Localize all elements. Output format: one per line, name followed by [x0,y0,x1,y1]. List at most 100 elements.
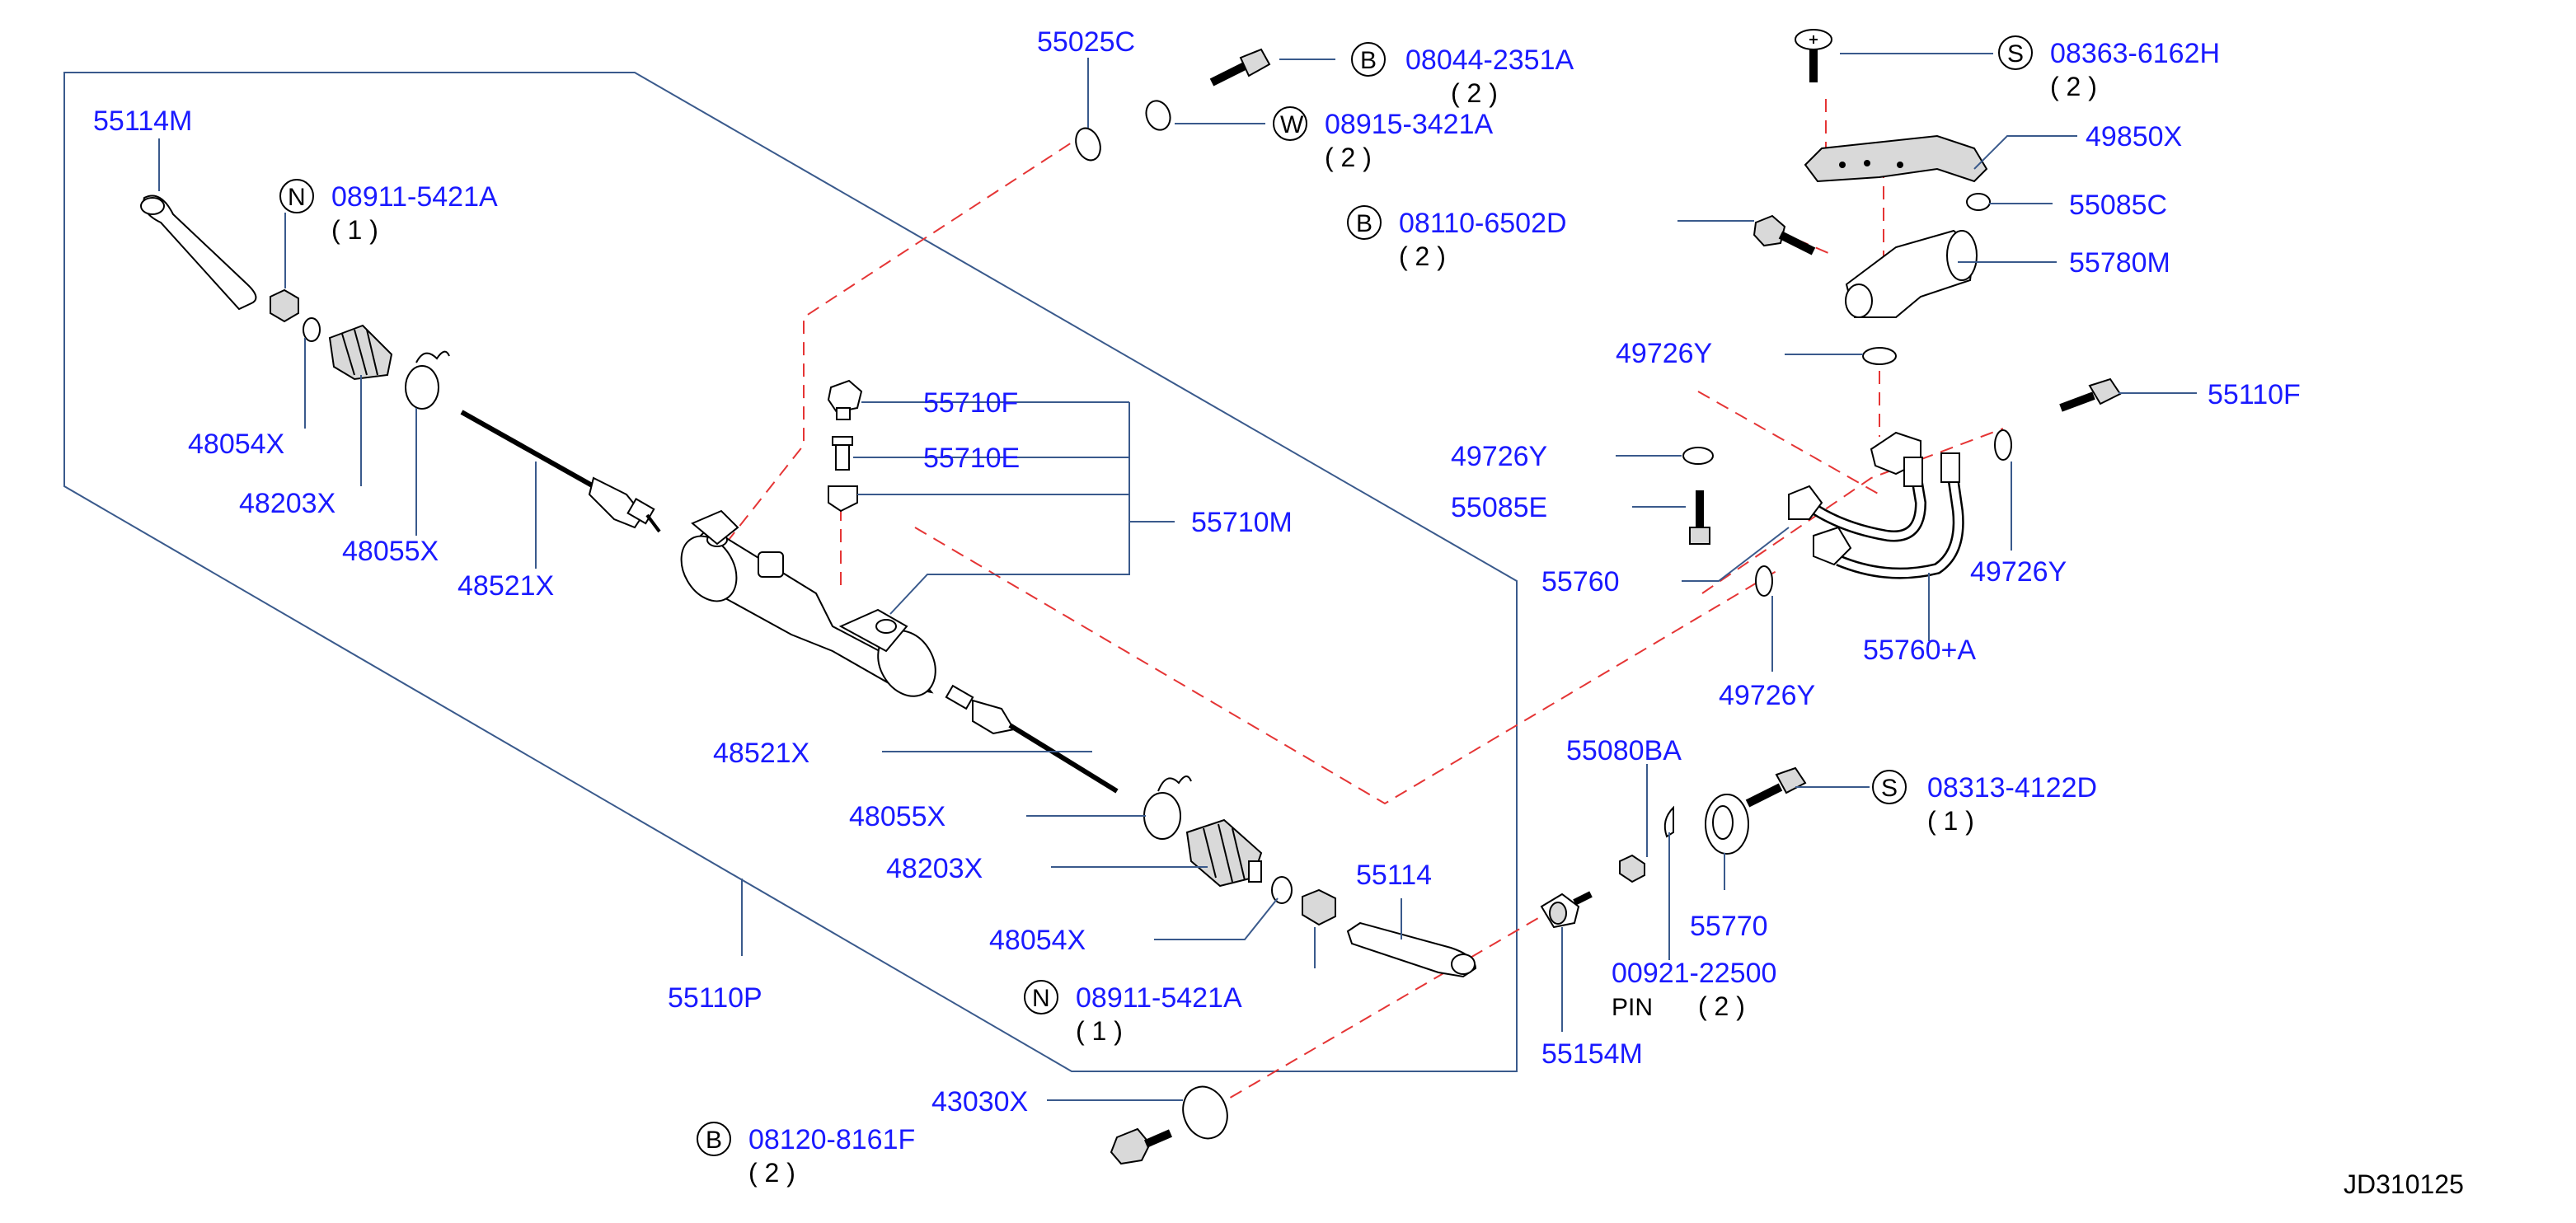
label-55114m: 55114M [93,105,192,137]
bolt-55085e-part [1689,490,1710,545]
svg-text:08120-8161F: 08120-8161F [748,1124,915,1155]
washer-49726y-part-c [1994,429,2012,461]
svg-text:08915-3421A: 08915-3421A [1325,109,1494,140]
svg-text:N: N [1032,985,1050,1012]
fastener-b-08120: B 08120-8161F ( 2 ) [697,1122,915,1188]
fastener-b-08044: B 08044-2351A ( 2 ) [1351,42,1574,108]
bleeder-55710f-part [827,379,863,420]
label-49850x: 49850X [2086,121,2182,152]
ring-48054x-part-lower [1271,876,1293,904]
steering-gear-housing-part [680,509,936,697]
svg-text:( 1 ): ( 1 ) [1927,806,1974,836]
tie-rod-end-55114-part [1346,921,1477,978]
svg-text:B: B [1360,47,1377,74]
pin-00921-part [1663,805,1674,838]
assembly-boundary-frame [63,72,1518,1072]
label-49726y-b: 49726Y [1451,441,1547,472]
clamp-48055x-part-lower [1143,776,1192,840]
valve-body-55780m-part [1845,229,1978,318]
label-48521x-lower: 48521X [713,738,809,769]
svg-text:( 1 ): ( 1 ) [1076,1016,1123,1046]
svg-text:08313-4122D: 08313-4122D [1927,772,2097,804]
nut-55080ba-part [1619,854,1645,883]
bolt-08363-part [1795,29,1832,82]
inner-tie-rod-48521x-part-lower [945,684,1119,794]
fastener-w-08915: W 08915-3421A ( 2 ) [1273,106,1494,172]
valve-55710e-part [832,436,853,471]
hose-tube-55760-part [1788,431,1964,579]
svg-text:( 2 ): ( 2 ) [1399,241,1446,271]
svg-text:08110-6502D: 08110-6502D [1399,208,1567,239]
label-55114: 55114 [1356,860,1432,891]
label-55780m: 55780M [2069,247,2170,279]
bracket-55770-part [1705,794,1749,855]
cap-55710-part [828,485,858,513]
washer-49726y-part-a [1862,347,1897,365]
label-49726y-a: 49726Y [1616,338,1712,369]
label-00921-22500: 00921-22500 [1612,958,1776,989]
label-55154m: 55154M [1541,1038,1643,1070]
svg-text:S: S [2007,40,2024,68]
svg-text:08044-2351A: 08044-2351A [1405,45,1574,76]
label-pin-qty: ( 2 ) [1698,991,1745,1021]
label-49726y-c: 49726Y [1970,556,2067,588]
label-55110p: 55110P [668,982,762,1014]
label-48203x-lower: 48203X [886,853,983,884]
label-55710e: 55710E [923,443,1020,474]
label-55025c: 55025C [1037,26,1135,58]
svg-text:( 2 ): ( 2 ) [1451,78,1498,108]
fitting-55154m-part [1540,891,1593,929]
part-labels: 55114M 48054X 48203X 48055X 48521X 55025… [93,26,2301,1118]
fastener-s-08313: S 08313-4122D ( 1 ) [1872,770,2097,836]
bolt-08110-part [1753,214,1816,255]
label-43030x: 43030X [931,1086,1028,1118]
svg-text:S: S [1881,775,1898,802]
washer-55025c-part [1075,127,1101,162]
svg-text:08363-6162H: 08363-6162H [2050,38,2220,69]
boot-48203x-part-upper [328,324,393,381]
label-48203x-upper: 48203X [239,488,335,519]
label-55760: 55760 [1541,566,1620,597]
label-48521x-upper: 48521X [457,570,554,602]
leader-lines [158,53,2197,1101]
bolt-08120-part [1110,1127,1172,1165]
svg-text:08911-5421A: 08911-5421A [1076,982,1242,1014]
svg-text:B: B [706,1127,722,1154]
svg-text:B: B [1356,210,1372,237]
fastener-s-08363: S 08363-6162H ( 2 ) [1998,35,2220,101]
fastener-n-08911-upper: N 08911-5421A ( 1 ) [279,179,498,245]
svg-text:( 2 ): ( 2 ) [1325,143,1372,172]
diagram-code: JD310125 [2344,1169,2464,1199]
label-55710f: 55710F [923,387,1018,419]
ring-48054x-part-upper [303,317,321,342]
label-48055x-upper: 48055X [342,536,439,567]
washer-43030x-part [1182,1085,1228,1140]
label-55110f: 55110F [2208,379,2301,410]
bolt-08044-part [1209,48,1271,87]
fastener-callouts: N 08911-5421A ( 1 ) B 08044-2351A ( 2 ) … [279,35,2220,1188]
label-55080ba: 55080BA [1566,735,1682,766]
boot-48203x-part-lower [1185,818,1263,888]
washer-08915-part [1145,100,1171,131]
label-55770: 55770 [1690,911,1768,942]
inner-tie-rod-48521x-part-upper [460,410,661,533]
svg-text:( 1 ): ( 1 ) [331,215,378,245]
bolt-08313-part [1745,766,1807,808]
label-48055x-lower: 48055X [849,801,945,832]
tie-rod-end-55114m-part [140,194,257,311]
label-55085c: 55085C [2069,190,2167,221]
label-55760a: 55760+A [1863,635,1976,666]
bracket-49850x-part [1804,134,1988,183]
clip-55085c-part [1966,193,1991,211]
label-49726y-d: 49726Y [1719,680,1815,711]
label-pin: PIN [1612,994,1653,1021]
bolt-55110f-part [2059,377,2122,412]
svg-text:N: N [288,184,306,211]
svg-text:( 2 ): ( 2 ) [2050,72,2097,101]
label-48054x-upper: 48054X [188,429,284,460]
lock-nut-part-upper [270,288,299,323]
fastener-n-08911-lower: N 08911-5421A ( 1 ) [1024,980,1242,1046]
label-48054x-lower: 48054X [989,925,1086,956]
washer-49726y-part-b [1682,447,1714,465]
